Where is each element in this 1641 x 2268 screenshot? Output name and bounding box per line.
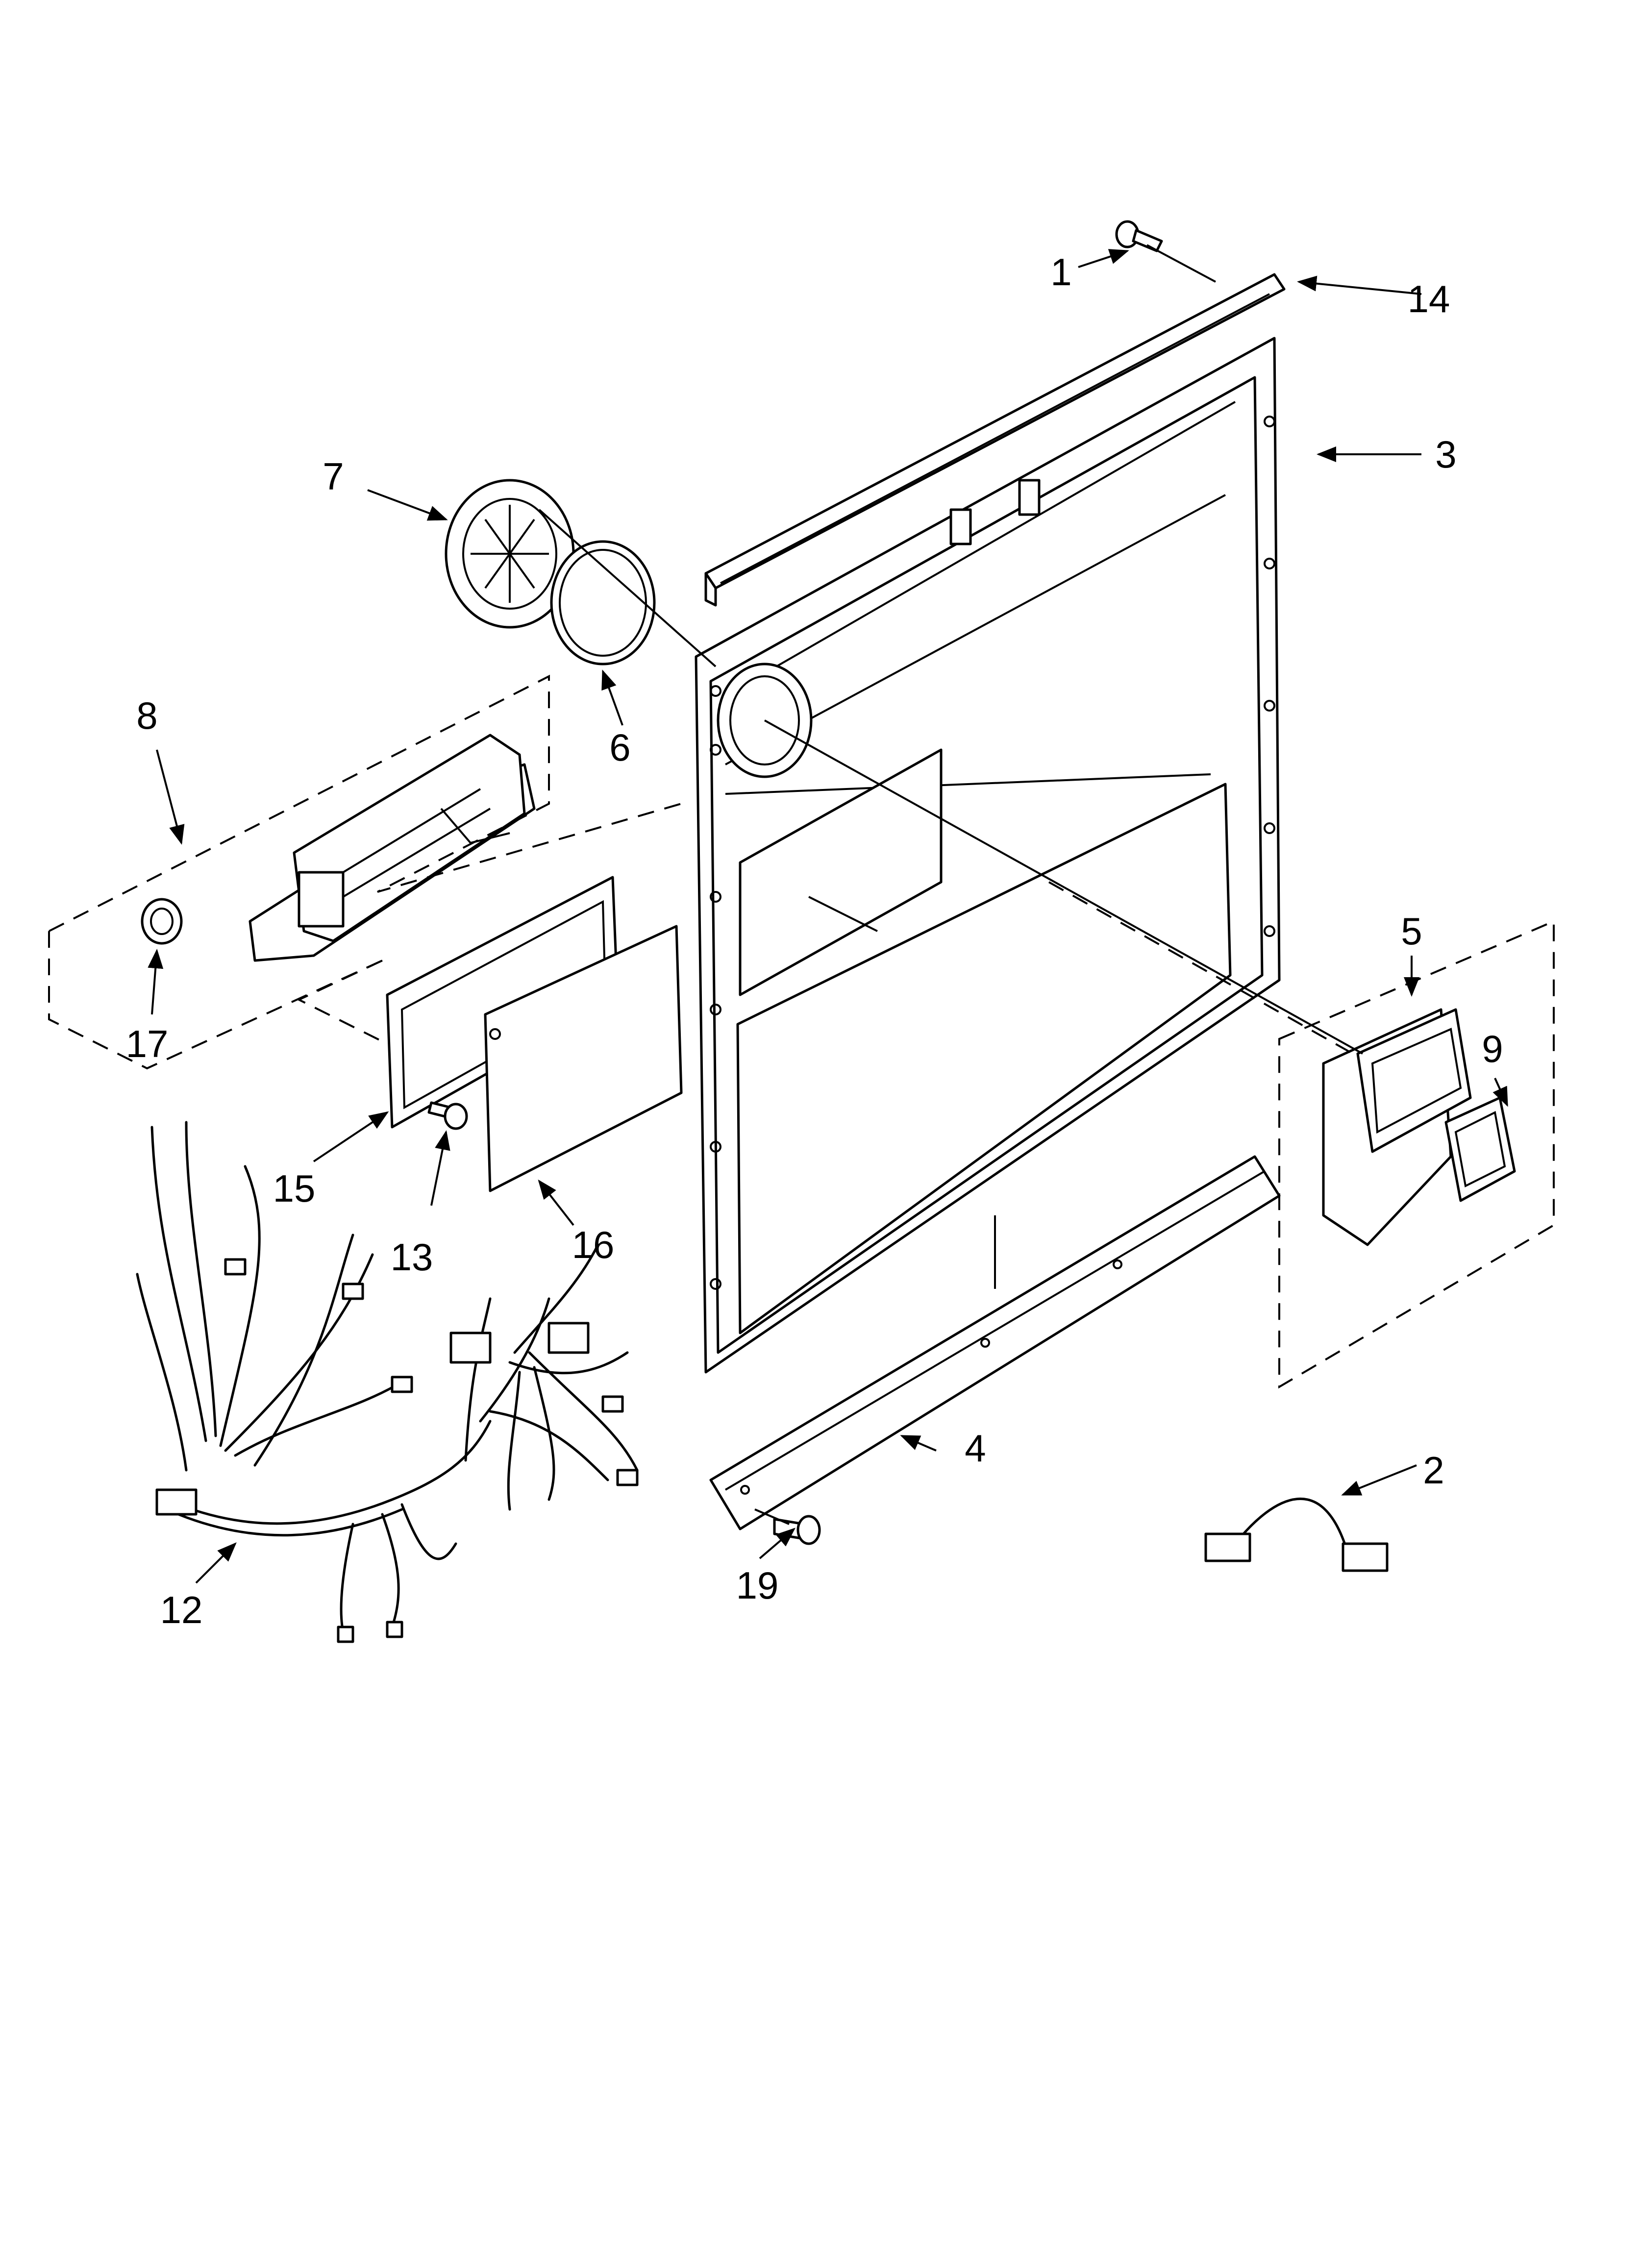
vent-gasket	[550, 540, 656, 666]
top-screw	[1115, 220, 1163, 252]
callout-12: 12	[160, 1588, 203, 1631]
callout-3: 3	[1435, 433, 1457, 476]
top-trim-strip	[704, 273, 1286, 607]
dispenser-assembly	[141, 734, 536, 962]
callout-8: 8	[136, 694, 158, 737]
assembly-outline-8	[48, 674, 682, 1070]
callout-leaders	[148, 249, 1508, 1584]
callout-16: 16	[572, 1223, 615, 1266]
callout-7: 7	[323, 455, 344, 498]
callout-1: 1	[1050, 250, 1072, 294]
callout-2: 2	[1423, 1449, 1444, 1492]
callout-6: 6	[609, 726, 631, 769]
callout-14: 14	[1407, 277, 1450, 320]
callout-17: 17	[125, 1022, 169, 1065]
callout-15: 15	[273, 1167, 316, 1210]
alignment-lines	[538, 244, 1363, 1525]
callout-9: 9	[1482, 1027, 1503, 1070]
callout-19: 19	[736, 1564, 779, 1607]
wire-harness	[136, 1121, 639, 1643]
assembly-outline-5	[1278, 919, 1555, 1389]
control-board	[484, 925, 683, 1192]
callout-5: 5	[1401, 910, 1422, 953]
wire-connector	[1204, 1497, 1389, 1572]
callout-4: 4	[965, 1427, 986, 1470]
board-screw	[427, 1101, 468, 1130]
vent-duct-assembly	[1322, 1008, 1516, 1246]
callout-13: 13	[390, 1235, 433, 1279]
